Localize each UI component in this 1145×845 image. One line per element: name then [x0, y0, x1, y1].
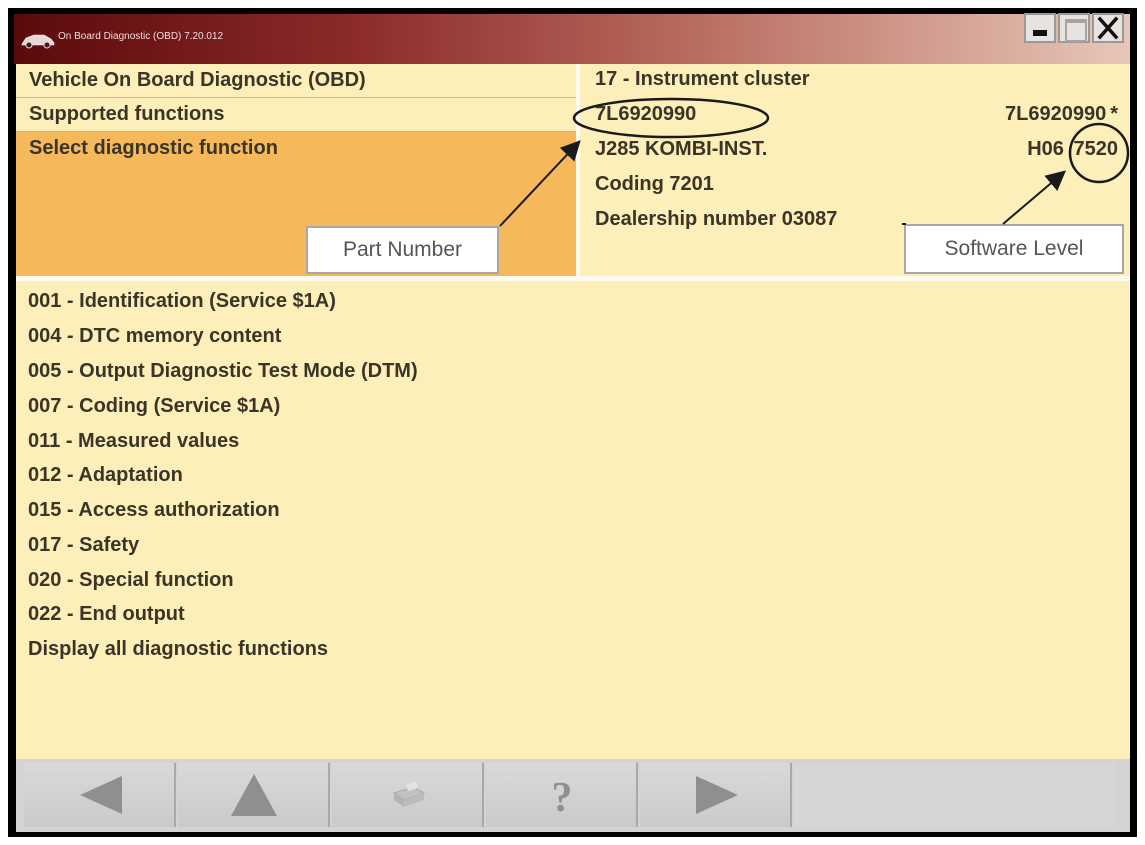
help-button[interactable]: ? — [486, 763, 638, 827]
hardware-prefix: H06 — [1027, 138, 1064, 160]
print-button[interactable] — [332, 763, 484, 827]
module-info-panel: 17 - Instrument cluster 7L6920990 7L6920… — [580, 64, 1130, 276]
dealership-number: Dealership number 03087 — [595, 208, 838, 230]
bottom-toolbar: ? — [16, 759, 1130, 832]
function-item-measured-values[interactable]: 011 - Measured values — [28, 430, 240, 452]
breadcrumb-vehicle-obd[interactable]: Vehicle On Board Diagnostic (OBD) — [16, 64, 576, 98]
arrow-right-icon — [696, 776, 738, 814]
forward-button[interactable] — [640, 763, 792, 827]
toolbar-empty-area — [794, 763, 1116, 827]
software-version: H06 7520 — [1027, 138, 1118, 161]
maximize-button[interactable] — [1058, 13, 1090, 43]
arrow-left-icon — [80, 776, 122, 814]
software-level-callout: Software Level — [904, 224, 1124, 274]
close-icon — [1097, 16, 1119, 40]
diagnostic-function-list: 001 - Identification (Service $1A) 004 -… — [16, 281, 1130, 759]
function-item-safety[interactable]: 017 - Safety — [28, 534, 140, 556]
function-item-display-all[interactable]: Display all diagnostic functions — [28, 638, 329, 660]
function-item-end-output[interactable]: 022 - End output — [28, 603, 185, 625]
coding-value: Coding 7201 — [595, 173, 714, 195]
function-item-coding[interactable]: 007 - Coding (Service $1A) — [28, 395, 281, 417]
component-name: J285 KOMBI-INST. — [595, 138, 768, 160]
part-number-right-value: 7L6920990 — [1005, 103, 1107, 125]
svg-text:?: ? — [552, 775, 573, 821]
window-title: On Board Diagnostic (OBD) 7.20.012 — [58, 31, 224, 42]
function-item-access-authorization[interactable]: 015 - Access authorization — [28, 499, 280, 521]
minimize-button[interactable] — [1024, 13, 1056, 43]
module-name: 17 - Instrument cluster — [595, 68, 810, 90]
function-item-special-function[interactable]: 020 - Special function — [28, 569, 234, 591]
breadcrumb-supported-functions[interactable]: Supported functions — [16, 98, 576, 132]
back-button[interactable] — [24, 763, 176, 827]
function-item-identification[interactable]: 001 - Identification (Service $1A) — [28, 290, 336, 312]
print-icon — [392, 781, 426, 807]
help-icon: ? — [552, 775, 573, 821]
up-button[interactable] — [178, 763, 330, 827]
arrow-up-icon — [231, 774, 277, 816]
part-number-right: 7L6920990* — [1005, 103, 1118, 126]
function-item-output-test-mode[interactable]: 005 - Output Diagnostic Test Mode (DTM) — [28, 360, 418, 382]
part-number-value: 7L6920990 — [595, 103, 697, 125]
function-item-adaptation[interactable]: 012 - Adaptation — [28, 464, 183, 486]
software-level-value: 7520 — [1073, 138, 1119, 160]
part-number-right-suffix: * — [1110, 103, 1118, 125]
part-number-callout: Part Number — [306, 226, 499, 274]
section-divider — [16, 276, 1130, 281]
function-item-dtc-memory[interactable]: 004 - DTC memory content — [28, 325, 282, 347]
car-logo-icon — [21, 34, 55, 49]
close-button[interactable] — [1092, 13, 1124, 43]
title-bar: On Board Diagnostic (OBD) 7.20.012 — [14, 14, 1130, 64]
